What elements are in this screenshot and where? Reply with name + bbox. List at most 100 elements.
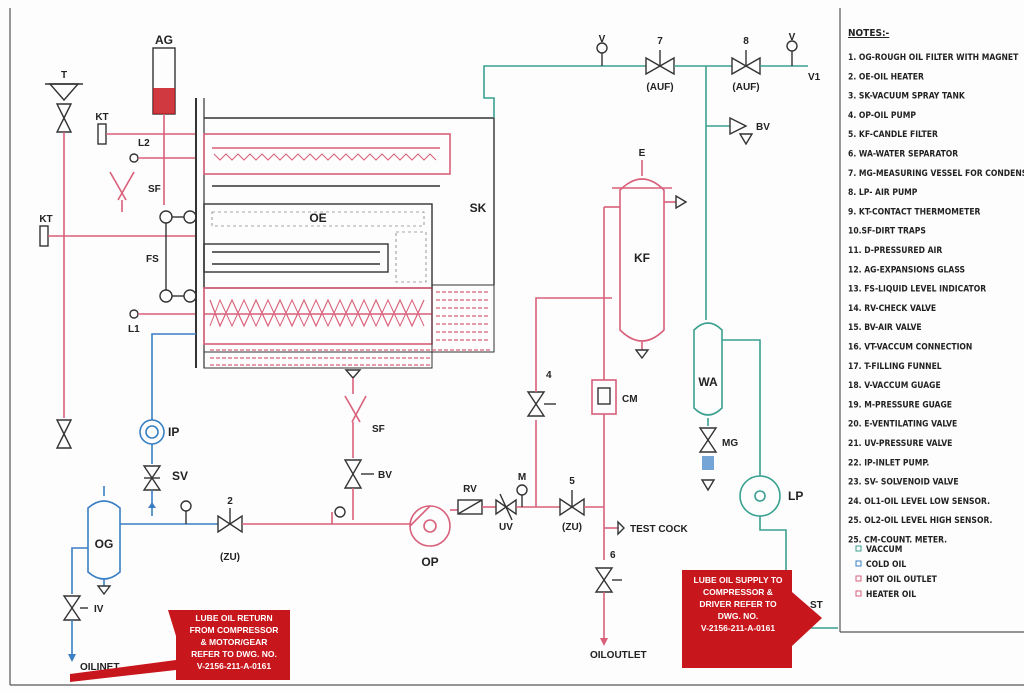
label-ag: AG [155,33,173,47]
gauge-pre-pump [334,506,346,518]
callout-oil-supply-text: LUBE OIL SUPPLY TO COMPRESSOR & DRIVER REF… [684,574,792,634]
label-st: ST [810,600,823,611]
pressure-gauge-m [516,484,528,496]
callout-line: V-2156-211-A-0161 [700,623,776,633]
label-auf-left: (AUF) [646,82,673,93]
note-item: 22. IP-INLET PUMP. [848,458,929,468]
note-item: 15. BV-AIR VALVE [848,323,922,333]
callout-line: FROM COMPRESSOR [189,625,279,635]
note-item: 21. UV-PRESSURE VALVE [848,439,952,449]
valve-4 [526,391,556,417]
callout-line: V-2156-211-A-0161 [196,661,272,671]
label-rv: RV [463,484,477,495]
label-valve-5: 5 [569,476,575,487]
label-auf-right: (AUF) [732,82,759,93]
cold-oil-line-ip [151,333,196,420]
rough-oil-filter-og [87,500,121,596]
callout-line: LUBE OIL SUPPLY TO [693,575,783,585]
callout-oil-return [70,610,290,682]
callout-line: DRIVER REFER TO [699,599,777,609]
note-item: 20. E-VENTILATING VALVE [848,420,957,430]
level-indicator-fs [159,210,197,303]
legend-swatch [855,545,862,552]
valve-7-auf [645,50,675,76]
label-cm: CM [622,394,638,405]
callout-line: COMPRESSOR & [703,587,773,597]
heater-coil-section [203,287,433,345]
count-meter-cm [591,379,617,415]
label-sf-top: SF [148,184,161,195]
legend-label: VACCUM [866,545,902,555]
note-item: 17. T-FILLING FUNNEL [848,362,942,372]
label-l2: L2 [138,138,150,149]
solenoid-valve-sv [142,465,162,516]
contact-thermometer-left [39,225,195,247]
note-item: 24. OL1-OIL LEVEL LOW SENSOR. [848,497,990,507]
label-t: T [61,70,67,81]
label-og: OG [95,537,114,551]
note-item: 6. WA-WATER SEPARATOR [848,150,958,160]
label-oe: OE [309,211,326,225]
valve-5-zu [559,490,585,517]
label-oil-inlet: OILINET [80,662,119,673]
dirt-trap-sf-top [109,171,135,212]
note-item: 4. OP-OIL PUMP [848,111,916,121]
label-v1: V1 [808,72,821,83]
note-item: 10.SF-DIRT TRAPS [848,227,926,237]
check-valve-rv [457,499,483,515]
note-item: 14. RV-CHECK VALVE [848,304,936,314]
valve-6 [594,567,622,593]
oil-pump-op [409,505,451,547]
label-sk: SK [470,201,487,215]
note-item: 13. FS-LIQUID LEVEL INDICATOR [848,285,986,295]
filling-funnel-t [45,83,83,449]
note-item: 25. OL2-OIL LEVEL HIGH SENSOR. [848,516,992,526]
valve-2-zu [217,508,243,534]
label-sf-bottom: SF [372,424,385,435]
label-kf: KF [634,251,650,265]
note-item: 12. AG-EXPANSIONS GLASS [848,265,965,275]
legend-swatch [855,575,862,582]
label-fs: FS [146,254,159,265]
label-valve-4: 4 [546,370,552,381]
pressure-valve-uv [495,493,517,521]
label-wa: WA [698,375,718,389]
air-valve-bv-top [729,116,748,136]
note-item: 25. CM-COUNT. METER. [848,536,947,546]
label-oil-outlet: OILOUTLET [590,650,647,661]
valve-8-auf [731,50,761,76]
label-sv: SV [172,469,188,483]
vacuum-spray-tank-sk: SK [195,98,495,368]
oil-heater-oe: OE [203,203,433,289]
label-uv: UV [499,522,513,533]
vacuum-main-line [483,65,646,118]
label-bv-bottom: BV [378,470,392,481]
tank-oil-hatch [203,284,495,369]
legend-swatch [855,590,862,597]
note-item: 8. LP- AIR PUMP [848,188,918,198]
expansion-glass-ag [152,47,176,205]
note-item: 1. OG-ROUGH OIL FILTER WITH MAGNET [848,53,1019,63]
callout-line: & MOTOR/GEAR [200,637,268,647]
water-separator-wa [693,322,723,426]
label-mg: MG [722,438,738,449]
legend-swatch [855,560,862,567]
label-v-right: V [789,32,796,43]
test-cock-valve [617,520,625,536]
candle-filter-kf [612,160,688,360]
legend-label: HEATER OIL [866,590,916,600]
legend-label: HOT OIL OUTLET [866,575,938,585]
label-iv: IV [94,604,104,615]
label-zu-left: (ZU) [220,552,240,563]
label-kt-left: KT [39,214,52,225]
note-item: 19. M-PRESSURE GUAGE [848,400,952,410]
label-kt-top: KT [95,112,108,123]
note-item: 3. SK-VACUUM SPRAY TANK [848,92,966,102]
note-item: 16. VT-VACCUM CONNECTION [848,343,972,353]
label-m: M [518,472,526,483]
label-v-left: V [599,34,606,45]
note-item: 5. KF-CANDLE FILTER [848,130,938,140]
